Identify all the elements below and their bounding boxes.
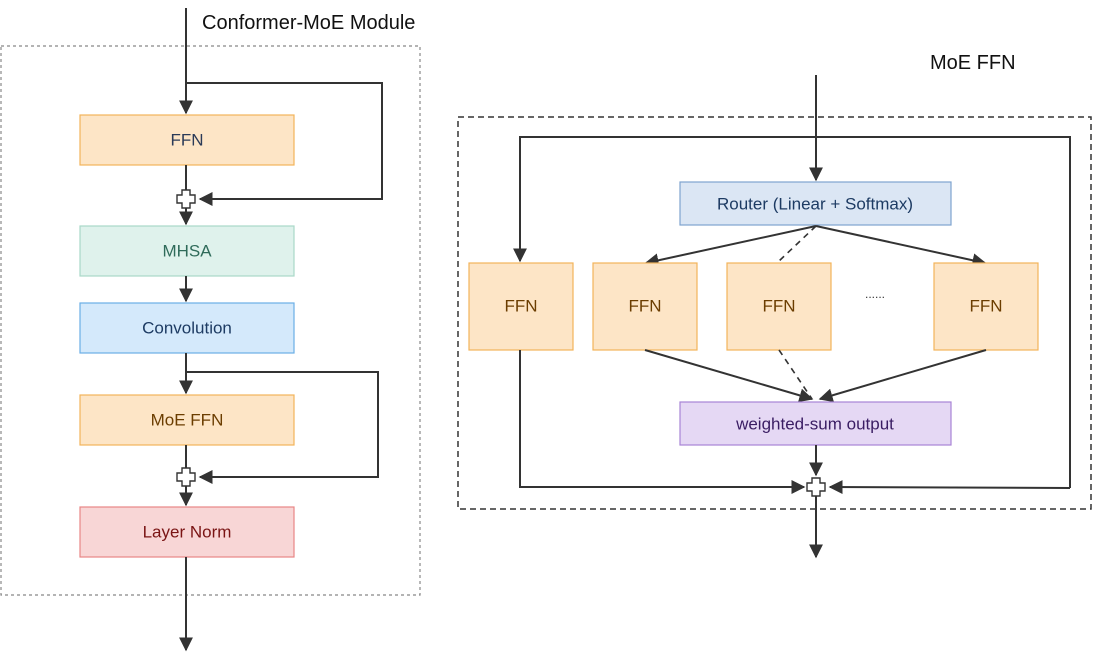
layer-norm-block-label: Layer Norm — [143, 523, 232, 542]
shared-expert-input-line — [513, 136, 1071, 488]
router-to-expert-n-arrow — [815, 225, 987, 268]
residual-connection-1 — [186, 82, 383, 206]
expert-1-to-output-arrow — [644, 349, 814, 403]
weighted-sum-output-label: weighted-sum output — [735, 415, 894, 434]
left-module-frame — [0, 45, 421, 596]
left-panel-title: Conformer-MoE Module — [202, 12, 415, 34]
expert-ffn-block-1 — [592, 262, 698, 351]
expert-ffn-label-n: FFN — [969, 297, 1002, 316]
weighted-sum-output-block — [679, 401, 952, 446]
expert-ffn-block-n — [933, 262, 1039, 351]
add-node-1-icon — [176, 189, 196, 209]
router-block — [679, 181, 952, 226]
moe-ffn-block-label: MoE FFN — [151, 411, 224, 430]
experts-ellipsis: ...... — [865, 287, 885, 301]
router-block-label: Router (Linear + Softmax) — [717, 195, 913, 214]
shared-expert-ffn-label: FFN — [504, 297, 537, 316]
ffn-block — [79, 114, 295, 166]
shared-expert-ffn-block — [468, 262, 574, 351]
expert-ffn-label-1: FFN — [628, 297, 661, 316]
expert-2-to-output-line — [778, 349, 813, 400]
convolution-block — [79, 302, 295, 354]
expert-ffn-label-2: FFN — [762, 297, 795, 316]
moe-ffn-frame — [457, 116, 1092, 510]
ffn-block-label: FFN — [170, 131, 203, 150]
layer-norm-block — [79, 506, 295, 558]
mhsa-block — [79, 225, 295, 277]
add-node-2-icon — [176, 467, 196, 487]
router-to-expert-1-arrow — [644, 225, 817, 268]
shared-expert-to-add-arrow — [519, 350, 806, 494]
mhsa-block-label: MHSA — [162, 242, 212, 261]
router-to-expert-2-line — [777, 225, 817, 263]
convolution-block-label: Convolution — [142, 319, 232, 338]
residual-connection-2 — [186, 371, 379, 484]
expert-n-to-output-arrow — [818, 349, 987, 403]
right-panel-title: MoE FFN — [930, 52, 1016, 74]
add-node-moe-icon — [806, 477, 826, 497]
bypass-to-add-arrow — [828, 480, 1071, 495]
expert-ffn-block-2 — [726, 262, 832, 351]
